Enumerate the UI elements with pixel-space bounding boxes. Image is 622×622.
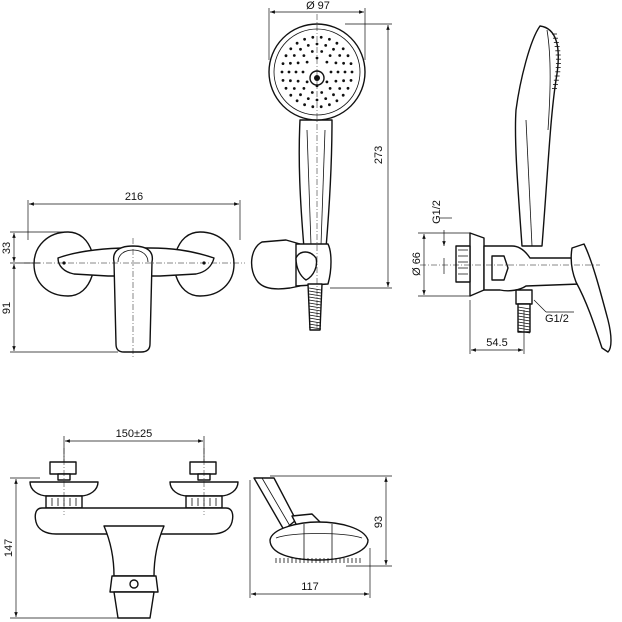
hand-shower-view: Ø 97 273	[251, 0, 392, 331]
shower-height-label: 273	[373, 146, 385, 164]
bottom-height-label: 147	[3, 539, 15, 557]
shower-diameter-label: Ø 97	[306, 0, 330, 12]
head-detail-view: 93 117	[249, 475, 392, 598]
side-thread-bottom-label: G1/2	[545, 313, 569, 325]
side-view: G1/2 Ø 66 G1/2 54.5	[411, 25, 612, 354]
hose-coil	[307, 283, 323, 331]
side-depth-label: 54.5	[486, 337, 507, 349]
spray-nozzles	[280, 35, 354, 109]
bottom-spacing-label: 150±25	[116, 428, 153, 440]
detail-height-label: 93	[373, 516, 385, 528]
side-diameter-label: Ø 66	[411, 252, 423, 276]
front-width-label: 216	[125, 191, 143, 203]
front-upper-label: 33	[1, 242, 13, 254]
front-lower-label: 91	[1, 302, 13, 314]
spray-face-profile	[552, 33, 561, 89]
detail-width-label: 117	[301, 581, 319, 593]
side-thread-top-label: G1/2	[431, 200, 443, 224]
front-view: 216 33 91	[1, 191, 245, 358]
bottom-view: 150±25 147	[3, 428, 239, 619]
